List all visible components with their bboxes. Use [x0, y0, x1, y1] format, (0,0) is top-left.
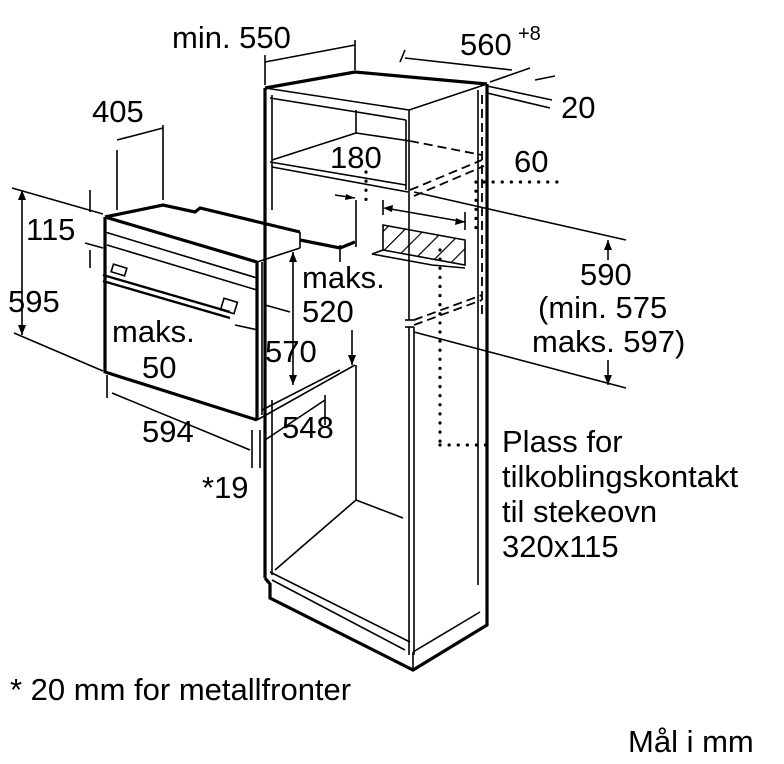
- dim-oven-depth-top: 405: [92, 94, 144, 129]
- dim-max-depth-value: 520: [302, 294, 354, 329]
- footnote: * 20 mm for metallfronter: [10, 672, 351, 707]
- socket-area: [334, 170, 562, 447]
- dim-oven-body-height: 570: [265, 334, 317, 369]
- units-note: Mål i mm: [628, 724, 754, 759]
- dim-niche-height-max: maks. 597): [532, 324, 685, 359]
- dim-max-depth-label: maks.: [302, 260, 385, 295]
- dim-niche-height-min: (min. 575: [538, 290, 667, 325]
- dim-door-projection-label: maks.: [112, 314, 195, 349]
- tall-cabinet: [263, 70, 489, 672]
- dim-front-thickness: *19: [202, 470, 249, 505]
- dim-control-panel-height: 115: [26, 212, 75, 247]
- dim-oven-height: 595: [8, 284, 60, 319]
- dim-niche-height: 590: [580, 257, 632, 292]
- dim-cabinet-min-depth: min. 550: [172, 20, 291, 55]
- socket-note-line2: tilkoblingskontakt: [502, 459, 738, 494]
- dim-rear-vent: 60: [514, 144, 548, 179]
- socket-note-line3: til stekeovn: [502, 494, 657, 529]
- dim-cabinet-width: 560: [460, 27, 512, 62]
- dim-oven-body-depth: 548: [282, 410, 334, 445]
- dim-oven-width: 594: [142, 414, 194, 449]
- dim-door-projection-value: 50: [142, 350, 176, 385]
- socket-note-line1: Plass for: [502, 424, 623, 459]
- oven: [102, 203, 356, 422]
- socket-note-line4: 320x115: [502, 529, 619, 564]
- dimension-lines: [11, 40, 627, 468]
- dim-cabinet-width-tolerance: +8: [518, 23, 541, 45]
- dim-top-opening: 180: [330, 140, 382, 175]
- dim-back-gap: 20: [561, 90, 595, 125]
